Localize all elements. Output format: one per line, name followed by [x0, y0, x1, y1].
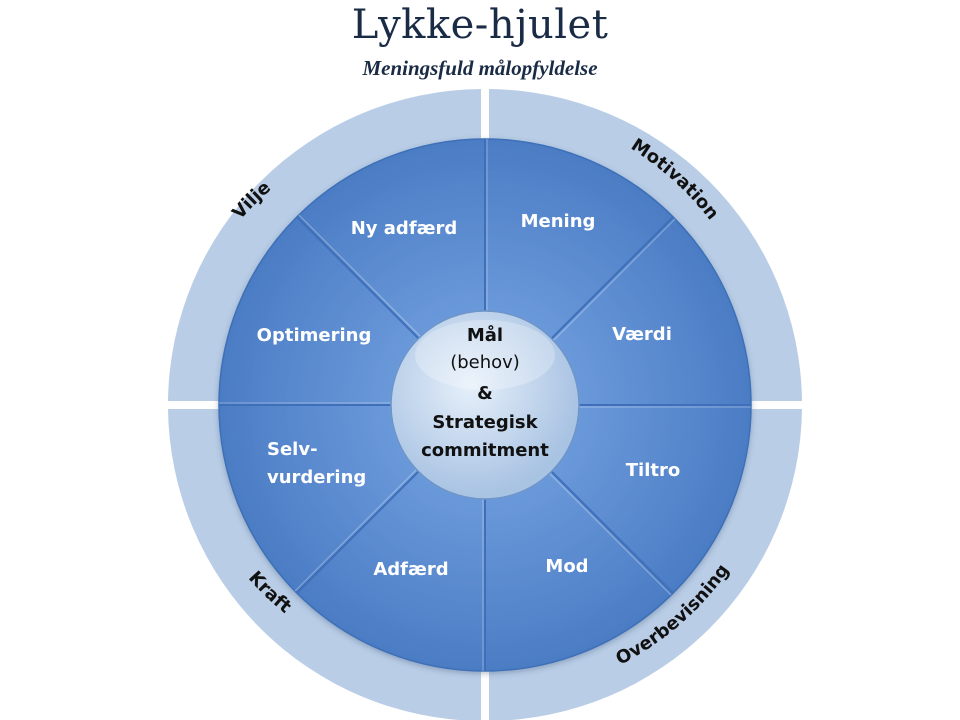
segment-label-tiltro: Tiltro	[626, 460, 680, 481]
hub-label-strategisk: Strategisk	[432, 412, 538, 433]
segment-label-selvvurdering-line2: vurdering	[267, 467, 366, 488]
segment-label-optimering: Optimering	[257, 325, 372, 346]
segment-label-adfaerd: Adfærd	[373, 559, 448, 580]
hub-label-commitment: commitment	[421, 440, 549, 461]
segment-label-ny-adfaerd: Ny adfærd	[351, 218, 458, 239]
hub-label-maal: Mål	[467, 324, 503, 346]
hub-label-behov: (behov)	[450, 352, 520, 373]
segment-label-mening: Mening	[521, 211, 596, 232]
segment-label-mod: Mod	[545, 556, 588, 577]
hub: Mål (behov) & Strategisk commitment	[391, 311, 579, 499]
segment-label-vaerdi: Værdi	[612, 324, 672, 345]
hub-label-ampersand: &	[477, 383, 493, 404]
segment-label-selvvurdering-line1: Selv-	[267, 439, 318, 460]
